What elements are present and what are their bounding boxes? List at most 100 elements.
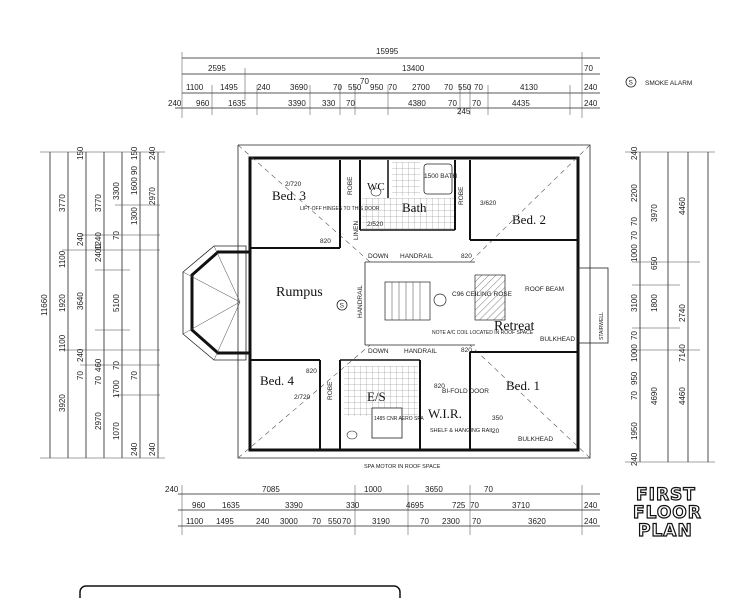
dim-value: 1950 xyxy=(630,422,639,440)
note-bifold: BI-FOLD DOOR xyxy=(442,388,489,395)
dim-value: 4130 xyxy=(520,83,538,92)
dim-value: 70 xyxy=(112,231,121,240)
dim-value: 240 xyxy=(584,83,598,92)
note-down: DOWN xyxy=(368,348,389,355)
note-20: 20 xyxy=(492,428,500,435)
spa-bath xyxy=(371,407,403,439)
note-door-2720: 2/720 xyxy=(294,394,311,401)
top-row3-dims: 1100 1495 240 3690 70 70 550 950 70 2700… xyxy=(186,77,598,92)
dim-value: 7085 xyxy=(262,485,280,494)
toilet xyxy=(370,187,382,197)
dim-value: 70 xyxy=(630,217,639,226)
dim-value: 2400 xyxy=(94,244,103,262)
note-ac: NOTE A/C COIL LOCATED IN ROOF SPACE xyxy=(432,330,534,336)
dim-value: 2970 xyxy=(148,187,157,205)
note-lift-off: LIFT-OFF HINGES TO THIS DOOR xyxy=(300,206,380,212)
top-row4-dims: 240 960 1635 3390 330 70 4380 70 245 70 … xyxy=(168,99,598,116)
dim-value: 3650 xyxy=(425,485,443,494)
dim-value: 1240 xyxy=(94,232,103,250)
dim-value: 3620 xyxy=(528,517,546,526)
smoke-alarm-marker-symbol: S xyxy=(340,303,345,310)
dim-value: 7140 xyxy=(678,344,687,362)
dim-value: 3390 xyxy=(288,99,306,108)
dim-value: 1635 xyxy=(228,99,246,108)
dim-value: 150 xyxy=(76,146,85,160)
dim-value: 70 xyxy=(312,517,321,526)
dim-value: 4690 xyxy=(650,387,659,405)
room-bath: Bath xyxy=(402,200,427,215)
dim-value: 3390 xyxy=(285,501,303,510)
dim-value: 70 xyxy=(630,231,639,240)
dim-value: 1635 xyxy=(222,501,240,510)
left-dimension-lines: 11660 3770 1100 1920 1100 3920 150 240 3… xyxy=(40,146,165,459)
note-robe: ROBE xyxy=(347,176,354,195)
dim-value: 950 xyxy=(630,371,639,385)
dim-value: 1100 xyxy=(186,83,204,92)
bathtub xyxy=(423,163,453,195)
note-linen: LINEN xyxy=(353,221,360,240)
dim-value: 2300 xyxy=(442,517,460,526)
bottom-dimension-lines: 240 7085 1000 3650 70 960 1635 3390 330 … xyxy=(165,485,600,535)
dim-value: 150 xyxy=(130,146,139,160)
dim-value: 240 xyxy=(630,452,639,466)
dim-value: 2740 xyxy=(678,304,687,322)
dim-value: 960 xyxy=(196,99,210,108)
dim-value: 70 xyxy=(444,83,453,92)
dim-value: 1000 xyxy=(630,344,639,362)
dim-value: 2700 xyxy=(412,83,430,92)
dim-value: 70 xyxy=(448,99,457,108)
note-door-3620: 3/620 xyxy=(480,200,497,207)
dim-value: 2200 xyxy=(630,184,639,202)
dim-value: 725 xyxy=(452,501,466,510)
note-bath1500: 1500 BATH xyxy=(424,173,457,180)
room-bed3: Bed. 3 xyxy=(272,188,306,203)
dim-top-13400: 13400 xyxy=(402,64,425,73)
note-door-820: 820 xyxy=(461,347,472,354)
smoke-alarm-icon xyxy=(625,76,637,88)
smoke-alarm-label: SMOKE ALARM xyxy=(645,80,692,87)
note-spa-motor: SPA MOTOR IN ROOF SPACE xyxy=(364,464,441,470)
dim-value: 3100 xyxy=(630,294,639,312)
dim-value: 70 xyxy=(420,517,429,526)
room-bed2: Bed. 2 xyxy=(512,212,546,227)
room-bed4: Bed. 4 xyxy=(260,373,294,388)
note-handrail: HANDRAIL xyxy=(400,253,433,260)
dim-top-2595: 2595 xyxy=(208,64,226,73)
dim-value: 2970 xyxy=(94,412,103,430)
note-door-2520: 2/520 xyxy=(367,221,384,228)
smoke-alarm-icon xyxy=(336,299,348,311)
dim-value: 1800 xyxy=(650,294,659,312)
dim-value: 240 xyxy=(130,442,139,456)
dim-value: 4460 xyxy=(678,387,687,405)
interior-walls xyxy=(250,160,578,450)
dim-value: 650 xyxy=(650,256,659,270)
note-door-820: 820 xyxy=(320,238,331,245)
dim-value: 70 xyxy=(630,391,639,400)
dim-value: 330 xyxy=(322,99,336,108)
note-down: DOWN xyxy=(368,253,389,260)
dim-value: 70 xyxy=(346,99,355,108)
dim-value: 1600 xyxy=(130,177,139,195)
dim-value: 1100 xyxy=(58,250,67,268)
dim-value: 3000 xyxy=(280,517,298,526)
room-retreat: Retreat xyxy=(494,319,535,334)
bay-window xyxy=(182,245,252,361)
dim-top-overall: 15995 xyxy=(376,47,399,56)
dim-value: 1000 xyxy=(630,244,639,262)
dim-value: 90 xyxy=(130,166,139,175)
dim-value: 1070 xyxy=(112,422,121,440)
dim-value: 3770 xyxy=(58,194,67,212)
dim-value: 3690 xyxy=(290,83,308,92)
smoke-alarm-symbol: S xyxy=(629,80,634,87)
title-block-border xyxy=(79,585,401,598)
dim-value: 1920 xyxy=(58,294,67,312)
dim-value: 4380 xyxy=(408,99,426,108)
dim-value: 550 xyxy=(458,83,472,92)
note-door-820: 820 xyxy=(306,368,317,375)
dim-value: 240 xyxy=(257,83,271,92)
dim-value: 70 xyxy=(388,83,397,92)
dim-value: 1000 xyxy=(364,485,382,494)
note-stairwell: STAIRWELL xyxy=(599,312,605,340)
title-line-3: PLAN xyxy=(638,521,693,541)
toilet xyxy=(346,430,358,440)
